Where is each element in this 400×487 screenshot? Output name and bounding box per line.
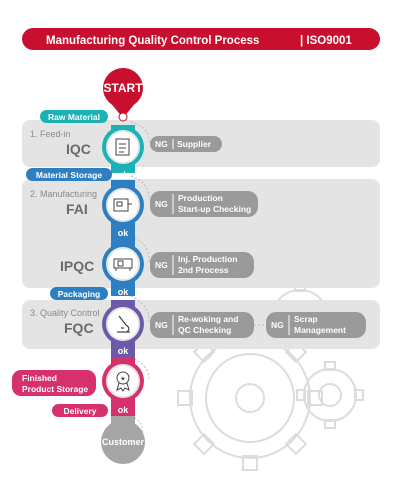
header-standard: | ISO9001	[300, 35, 352, 47]
ng-supplier: NG Supplier	[150, 136, 222, 152]
ng-tag-2: NG	[155, 199, 168, 209]
ng-tag-4: NG	[155, 320, 168, 330]
machine-icon	[113, 198, 132, 212]
ng-rework-2: QC Checking	[178, 325, 231, 335]
ipqc-code: IPQC	[60, 258, 94, 274]
ng-rework-1: Re-woking and	[178, 314, 238, 324]
feedin-code: IQC	[66, 141, 91, 157]
ng-tag-1: NG	[155, 139, 168, 149]
injection-machine-icon	[113, 258, 133, 271]
ok-1: ok	[118, 170, 129, 180]
ng-rework: NG Re-woking and QC Checking	[150, 312, 254, 338]
ng-production-1: Production	[178, 193, 223, 203]
ng-tag-3: NG	[155, 260, 168, 270]
raw-material-label: Raw Material	[48, 112, 100, 122]
ng-scrap-2: Management	[294, 325, 346, 335]
feedin-label: 1. Feed-in	[30, 129, 71, 139]
ng-supplier-label: Supplier	[177, 139, 212, 149]
award-badge-icon: ★	[116, 371, 130, 392]
packaging-label: Packaging	[58, 289, 101, 299]
header-title: Manufacturing Quality Control Process	[46, 35, 259, 47]
delivery-pill: Delivery	[52, 404, 108, 417]
ng-inj-2: 2nd Process	[178, 265, 229, 275]
finished-storage-pill: Finished Product Storage	[12, 370, 96, 396]
material-storage-label: Material Storage	[36, 170, 102, 180]
qc-code: FQC	[64, 320, 94, 336]
flow-column: START ok ok o	[101, 68, 145, 464]
manufacturing-label: 2. Manufacturing	[30, 189, 97, 199]
ok-3: ok	[118, 287, 129, 297]
ng-scrap: NG Scrap Management	[254, 312, 366, 338]
manufacturing-code: FAI	[66, 201, 88, 217]
ng-inj-1: Inj. Production	[178, 254, 238, 264]
ng-production-2: Start-up Checking	[178, 204, 251, 214]
microscope-icon	[117, 315, 130, 333]
qc-label: 3. Quality Control	[30, 308, 100, 318]
customer-label: Customer	[102, 437, 145, 447]
delivery-label: Delivery	[63, 406, 96, 416]
packaging-pill: Packaging	[50, 287, 108, 300]
raw-material-pill: Raw Material	[40, 110, 108, 123]
start-label: START	[103, 81, 143, 95]
dotted-connectors	[130, 121, 150, 441]
ng-tag-5: NG	[271, 320, 284, 330]
ok-5: ok	[118, 405, 129, 415]
ng-inj-production: NG Inj. Production 2nd Process	[150, 252, 254, 278]
checklist-icon	[115, 138, 130, 156]
ok-2: ok	[118, 228, 129, 238]
customer-node	[101, 420, 145, 464]
svg-text:★: ★	[120, 376, 125, 383]
gear-small-icon	[296, 361, 364, 429]
header-bar: Manufacturing Quality Control Process | …	[22, 28, 380, 50]
ok-4: ok	[118, 346, 129, 356]
finished-label-1: Finished	[22, 373, 57, 383]
finished-label-2: Product Storage	[22, 384, 88, 394]
ng-scrap-1: Scrap	[294, 314, 318, 324]
ng-production-startup: NG Production Start-up Checking	[150, 191, 258, 217]
material-storage-pill: Material Storage	[26, 168, 112, 181]
